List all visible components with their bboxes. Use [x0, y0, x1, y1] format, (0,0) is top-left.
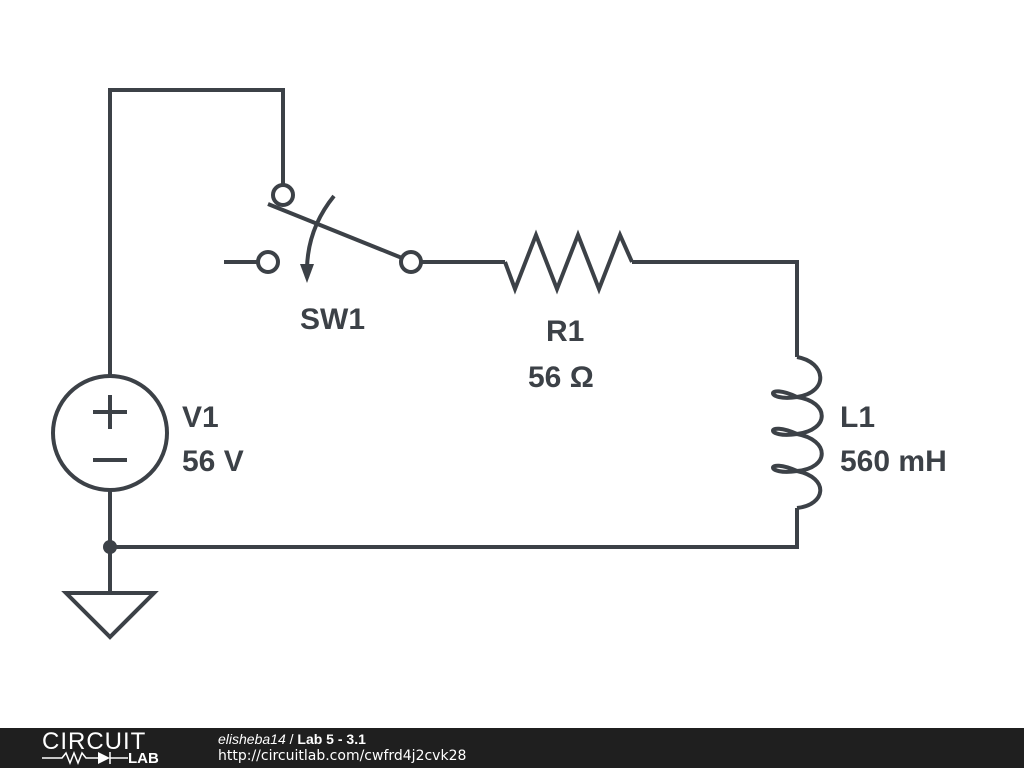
circuitlab-logo[interactable]: CIRCUIT LAB	[38, 730, 178, 766]
switch-throw-arc-icon	[305, 194, 336, 269]
switch-terminal-open	[256, 250, 280, 274]
author-link[interactable]: elisheba14	[218, 731, 286, 747]
v1-name-label: V1	[182, 401, 219, 434]
voltage-source-v1[interactable]	[51, 374, 169, 492]
circuit-title-link[interactable]: Lab 5 - 3.1	[297, 731, 366, 747]
logo-circuit-text: CIRCUIT	[42, 728, 147, 755]
sw1-name-label: SW1	[300, 303, 365, 336]
voltage-source-circle	[51, 374, 169, 492]
inductor-coil-icon	[771, 355, 824, 510]
l1-name-label: L1	[840, 401, 875, 434]
credit-separator: /	[285, 731, 298, 747]
plus-sign-icon	[93, 395, 127, 429]
switch-blade	[267, 202, 413, 264]
wires	[108, 88, 799, 593]
ground-junction-node	[103, 540, 117, 554]
wire-inductor-to-ground	[110, 508, 799, 549]
switch-throw-arrow-icon	[300, 264, 314, 283]
resistor-r1[interactable]	[503, 229, 634, 295]
circuitlab-footer-bar: CIRCUIT LAB elisheba14 / Lab 5 - 3.1 htt…	[0, 728, 1024, 768]
schematic-canvas: V1 56 V SW1 R1 56 Ω L1 560 mH	[51, 88, 947, 640]
r1-value-label: 56 Ω	[528, 361, 594, 394]
inductor-l1[interactable]	[771, 355, 824, 510]
ground-icon	[61, 591, 159, 640]
wire-resistor-to-inductor	[632, 260, 799, 357]
switch-terminal-common	[271, 183, 295, 207]
switch-terminal-closed	[399, 250, 423, 274]
switch-sw1[interactable]	[256, 183, 423, 283]
circuit-url-link[interactable]: http://circuitlab.com/cwfrd4j2cvk28	[218, 748, 467, 764]
circuit-credit: elisheba14 / Lab 5 - 3.1 http://circuitl…	[218, 731, 466, 765]
resistor-zigzag-icon	[503, 229, 634, 295]
r1-name-label: R1	[546, 315, 584, 348]
logo-resistor-wave-icon	[42, 751, 128, 765]
wire-top-left	[108, 88, 285, 375]
l1-value-label: 560 mH	[840, 445, 947, 478]
logo-lab-text: LAB	[128, 750, 159, 767]
v1-value-label: 56 V	[182, 445, 244, 478]
